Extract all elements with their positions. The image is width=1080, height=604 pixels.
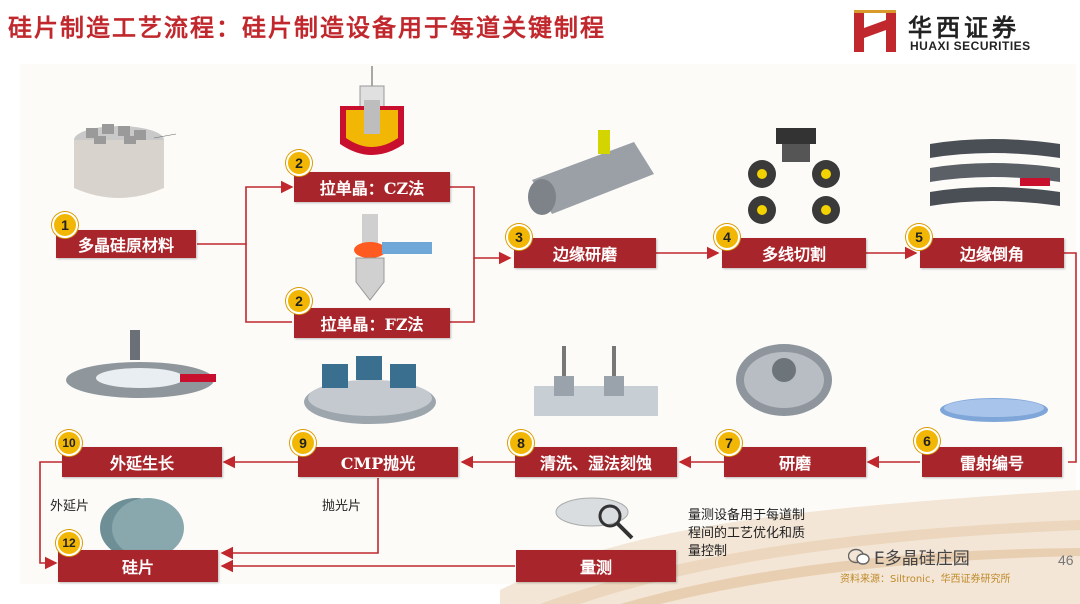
step-fz-pulling: 拉单晶：FZ法 [294, 308, 450, 338]
step-edge-grinding-label: 边缘研磨 [552, 245, 617, 264]
content-background [20, 64, 1076, 584]
cz-puller-image [340, 66, 404, 155]
logo-english-name: HUAXI SECURITIES [910, 39, 1031, 53]
edge-grinding-image [528, 130, 654, 215]
step-badge-8: 8 [508, 430, 534, 456]
fz-puller-image [354, 214, 432, 301]
step-badge-1: 1 [52, 212, 78, 238]
step-laser-marking: 雷射编号 [922, 447, 1062, 477]
step-cmp-label: CMP抛光 [340, 454, 416, 473]
page-title: 硅片制造工艺流程：硅片制造设备用于每道关键制程 [8, 13, 606, 42]
step-laser-marking-label: 雷射编号 [959, 454, 1024, 473]
edge-rounding-image [930, 139, 1060, 206]
wire-saw-image [748, 128, 840, 224]
polysilicon-crucible-image [74, 124, 177, 198]
step-edge-rounding: 边缘倒角 [920, 238, 1064, 268]
step-polysilicon-label: 多晶硅原材料 [77, 236, 174, 255]
step-edge-grinding: 边缘研磨 [514, 238, 656, 268]
step-epitaxy-label: 外延生长 [109, 454, 174, 473]
step-cz-label: 拉单晶：CZ法 [319, 179, 425, 198]
label-polished-wafer: 抛光片 [322, 499, 362, 514]
step-badge-3: 3 [506, 224, 532, 250]
step-wafer: 硅片 [58, 550, 218, 582]
step-cz-pulling: 拉单晶：CZ法 [294, 172, 450, 202]
step-badge-7: 7 [716, 430, 742, 456]
label-epi-wafer: 外延片 [50, 499, 90, 514]
cmp-polisher-image [304, 356, 436, 424]
huaxi-logo-mark [854, 10, 896, 52]
wafers-image [100, 498, 184, 550]
source-note: 资料来源：Siltronic，华西证券研究所 [840, 574, 1011, 585]
connector-cz-3 [450, 186, 512, 265]
huaxi-logo: 华西证券 HUAXI SECURITIES [852, 8, 1074, 56]
connector-1-cz [197, 180, 294, 245]
step-lapping: 研磨 [724, 447, 866, 477]
step-epitaxy: 外延生长 [62, 447, 222, 477]
metrology-note: 量测设备用于每道制程间的工艺优化和质量控制 [688, 508, 806, 559]
epitaxy-reactor-image [66, 330, 216, 398]
step-badge-2-fz: 2 [286, 288, 312, 314]
step-wafer-label: 硅片 [121, 558, 154, 577]
step-badge-10: 10 [56, 430, 82, 456]
step-cmp-polishing: CMP抛光 [298, 447, 458, 477]
step-wet-etching: 清洗、湿法刻蚀 [515, 447, 677, 477]
connector-fz-3 [450, 258, 475, 323]
lapping-machine-image [736, 344, 832, 416]
laser-mark-wafer-image [940, 398, 1048, 422]
step-badge-6: 6 [914, 428, 940, 454]
connector-10-12 [39, 461, 62, 570]
step-wet-etching-label: 清洗、湿法刻蚀 [539, 454, 652, 473]
page-number: 46 [1058, 552, 1074, 568]
step-badge-5: 5 [906, 224, 932, 250]
wechat-icon [848, 548, 870, 565]
step-wire-sawing-label: 多线切割 [761, 245, 826, 264]
step-polysilicon: 多晶硅原材料 [56, 230, 196, 258]
step-badge-12: 12 [56, 530, 82, 556]
connector-1-fz [245, 244, 292, 323]
step-metrology: 量测 [516, 550, 676, 582]
step-metrology-label: 量测 [579, 558, 612, 577]
step-fz-label: 拉单晶：FZ法 [320, 315, 424, 334]
step-badge-9: 9 [290, 430, 316, 456]
connector-9-12 [220, 478, 379, 560]
metrology-image [555, 497, 634, 540]
step-lapping-label: 研磨 [778, 454, 811, 473]
logo-chinese-name: 华西证券 [908, 13, 1020, 42]
step-badge-2-cz: 2 [286, 150, 312, 176]
step-badge-4: 4 [714, 224, 740, 250]
connector-5-6 [1064, 252, 1077, 463]
wechat-watermark-text: E多晶硅庄园 [874, 549, 970, 569]
step-edge-rounding-label: 边缘倒角 [959, 245, 1024, 264]
wet-etching-image [534, 346, 658, 416]
step-wire-sawing: 多线切割 [722, 238, 866, 268]
wechat-watermark: E多晶硅庄园 [848, 544, 970, 569]
